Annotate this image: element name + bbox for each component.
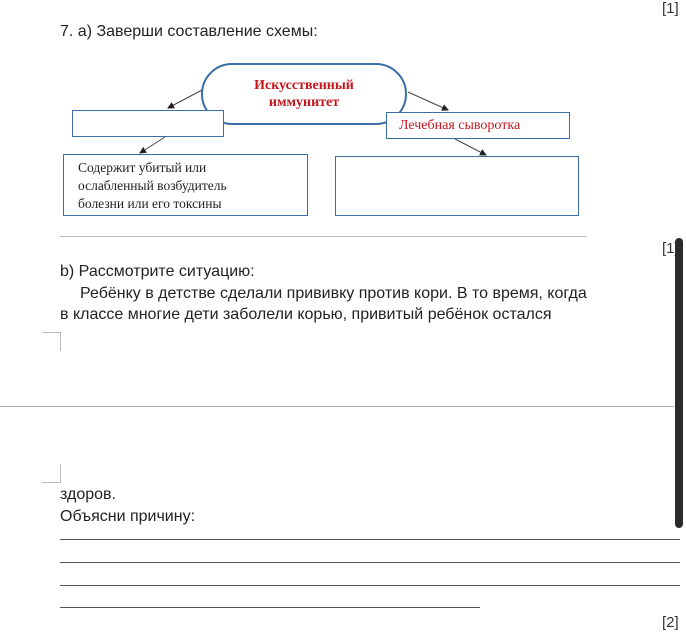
score-mid: [1]	[662, 240, 679, 257]
scrollbar-thumb[interactable]	[675, 238, 683, 528]
situation-line-3: здоров.	[60, 486, 116, 503]
answer-line-4[interactable]	[60, 607, 480, 608]
question-label: Объясни причину:	[60, 508, 196, 525]
bottom-right-empty-box[interactable]	[335, 156, 579, 216]
answer-line-3[interactable]	[60, 585, 680, 586]
situation-line-2: в классе многие дети заболели корью, при…	[60, 306, 552, 323]
answer-line-2[interactable]	[60, 562, 680, 563]
page-corner-mark	[42, 332, 61, 351]
arrow-to-right-box	[407, 91, 449, 111]
page-break-line	[0, 406, 674, 407]
part-a-title: 7. а) Заверши составление схемы:	[60, 23, 318, 40]
center-ellipse: Искусственный иммунитет	[201, 63, 407, 125]
arrow-to-bottom-left	[139, 136, 166, 154]
bottom-left-line-1: Содержит убитый или	[78, 160, 207, 175]
center-line-1: Искусственный	[254, 78, 354, 93]
arrow-to-bottom-right	[454, 138, 487, 156]
arrow-to-left-box	[167, 89, 203, 109]
bottom-left-line-3: болезни или его токсины	[78, 196, 222, 211]
right-box-text: Лечебная сыворотка	[399, 118, 521, 133]
part-b-title: b) Рассмотрите ситуацию:	[60, 263, 255, 280]
right-box: Лечебная сыворотка	[386, 112, 570, 139]
score-bottom: [2]	[662, 614, 679, 631]
score-top: [1]	[662, 0, 679, 17]
situation-line-1: Ребёнку в детстве сделали прививку проти…	[80, 285, 587, 302]
page-corner-mark-bottom	[42, 464, 61, 483]
center-line-2: иммунитет	[268, 95, 340, 110]
answer-line-1[interactable]	[60, 539, 680, 540]
bottom-left-line-2: ослабленный возбудитель	[78, 178, 227, 193]
bottom-left-box: Содержит убитый или ослабленный возбудит…	[63, 154, 308, 216]
left-empty-box[interactable]	[72, 110, 224, 137]
diagram-separator	[60, 236, 587, 237]
